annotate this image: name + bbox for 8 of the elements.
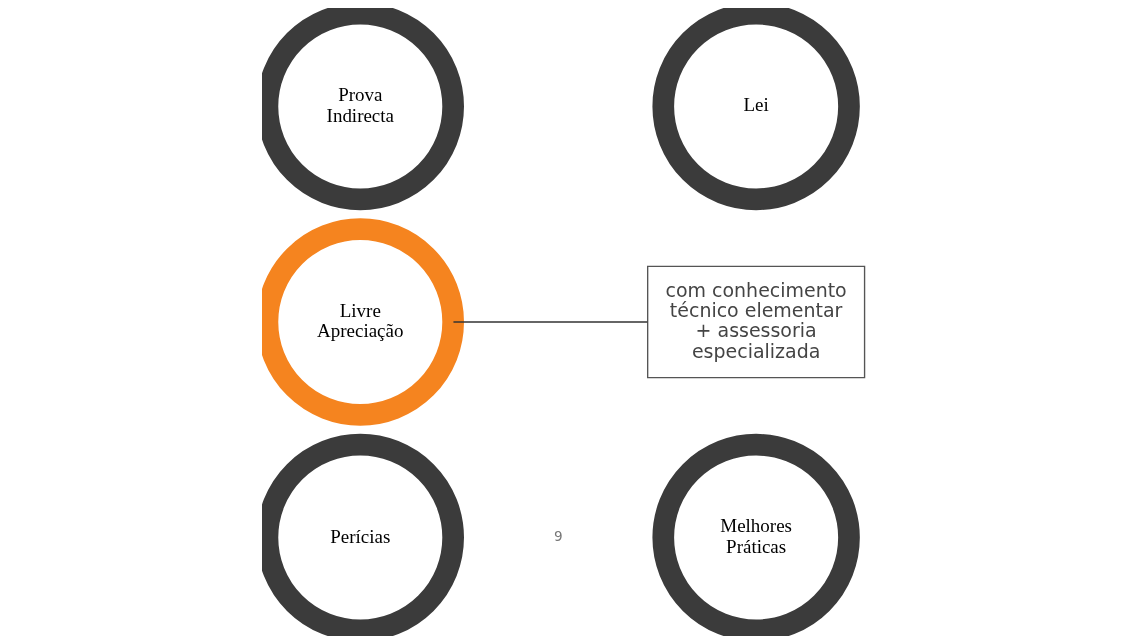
node-box: com conhecimento técnico elementar + assessoria especializada	[647, 265, 866, 379]
node-circle: Lei	[652, 8, 860, 211]
label: 9	[553, 527, 563, 544]
connector	[452, 321, 649, 323]
node-circle: Prova Indirecta	[262, 8, 464, 211]
node-circle: Perícias	[262, 433, 464, 636]
node-circle: Livre Apreciação	[262, 218, 464, 426]
node-circle: Melhores Práticas	[652, 433, 860, 636]
